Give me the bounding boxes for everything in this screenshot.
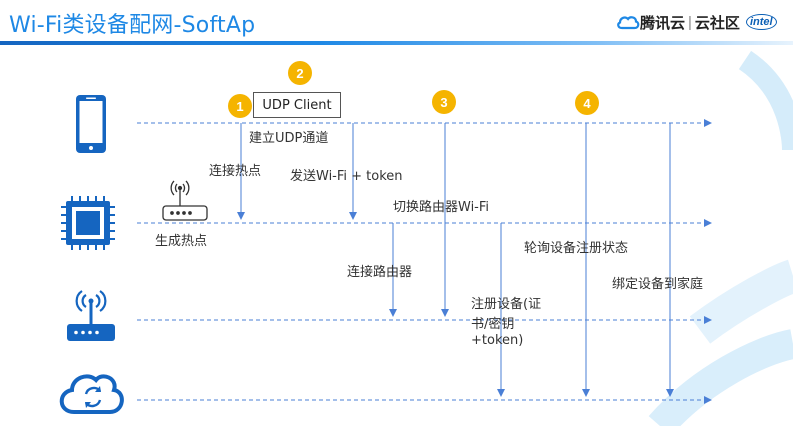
hotspot-icon bbox=[162, 180, 208, 221]
label-connect-hotspot: 连接热点 bbox=[209, 164, 262, 179]
brand-logo: 腾讯云 | 云社区 intel bbox=[616, 9, 777, 35]
title-underline bbox=[0, 41, 793, 45]
label-switch-router: 切换路由器Wi-Fi bbox=[393, 200, 490, 215]
label-bind-home: 绑定设备到家庭 bbox=[612, 277, 704, 292]
intel-logo: intel bbox=[745, 14, 777, 30]
label-hotspot-device: 生成热点 bbox=[155, 234, 208, 249]
brand-community: 云社区 bbox=[694, 13, 740, 32]
label-register-line1: 注册设备(证 bbox=[471, 297, 542, 312]
phone-icon bbox=[76, 95, 106, 153]
step-badge-2: 2 bbox=[288, 61, 312, 85]
step-badge-4: 4 bbox=[575, 91, 599, 115]
brand-separator: | bbox=[688, 13, 692, 31]
label-register-line2: 书/密钥 bbox=[471, 317, 515, 332]
page-title: Wi-Fi类设备配网-SoftAp bbox=[9, 13, 256, 38]
tencent-cloud-icon bbox=[617, 16, 640, 30]
label-connect-router: 连接路由器 bbox=[347, 265, 413, 280]
chip-icon bbox=[66, 201, 110, 245]
udp-client-box: UDP Client bbox=[253, 92, 341, 118]
label-register-line3: +token) bbox=[471, 333, 524, 348]
label-send-wifi: 发送Wi-Fi + token bbox=[290, 169, 403, 184]
label-build-udp: 建立UDP通道 bbox=[249, 131, 329, 146]
step-badge-1: 1 bbox=[228, 94, 252, 118]
router-icon bbox=[67, 290, 115, 341]
label-poll-status: 轮询设备注册状态 bbox=[524, 241, 629, 256]
chip-pins bbox=[61, 196, 115, 250]
brand-name: 腾讯云 bbox=[640, 13, 686, 32]
step-badge-3: 3 bbox=[432, 90, 456, 114]
cloud-icon bbox=[59, 374, 124, 414]
